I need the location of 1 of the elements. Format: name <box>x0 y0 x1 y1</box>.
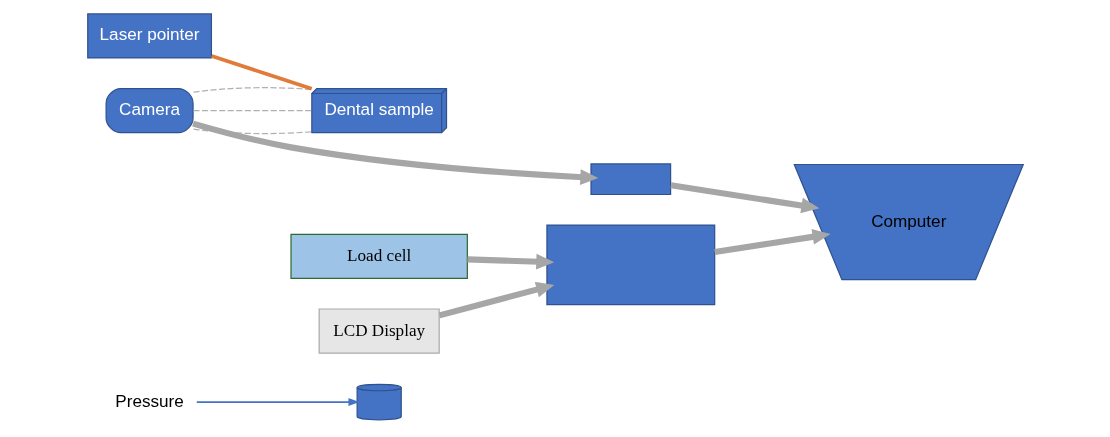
node-text: Pressure <box>114 390 184 411</box>
